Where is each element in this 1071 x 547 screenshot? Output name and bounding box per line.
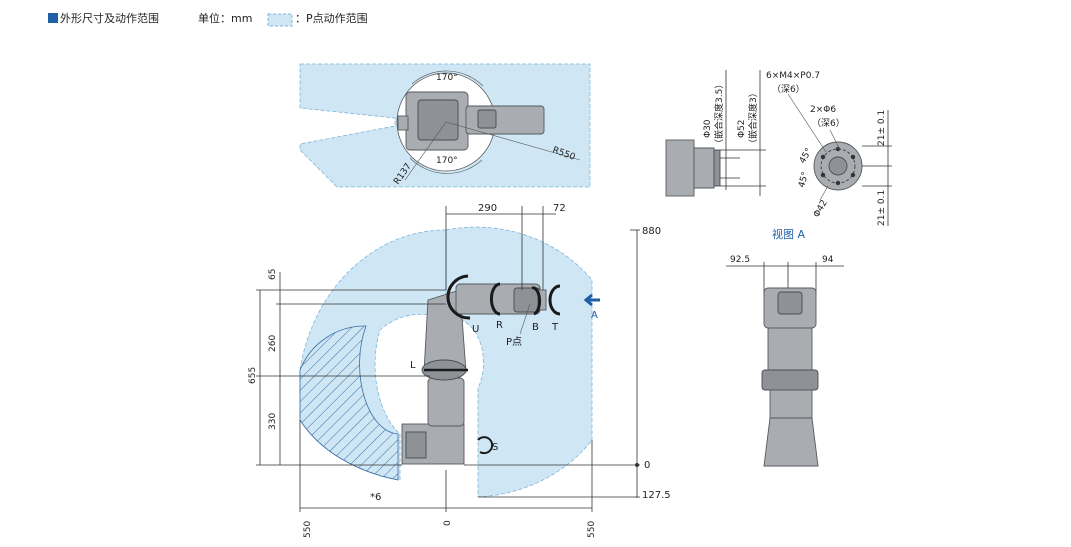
u-axis-rotation-icon — [446, 274, 471, 320]
dim-0-right: 0 — [644, 460, 650, 471]
axis-l-label: L — [410, 360, 416, 371]
b-axis-rotation-icon — [531, 286, 542, 316]
hatched-note: *6 — [370, 492, 381, 503]
screw-label: 6×M4×P0.7 — [766, 71, 820, 81]
dim-127-5: 127.5 — [642, 490, 671, 501]
pin-leader — [829, 129, 841, 151]
dim-330: 330 — [268, 413, 278, 430]
t-axis-rotation-icon — [548, 284, 561, 316]
dim-x-right: 550 — [587, 521, 597, 538]
hatched-region — [299, 325, 399, 481]
screw-depth-label: （深6） — [772, 84, 805, 95]
top-view-r137-leader — [404, 121, 447, 181]
pin-label: 2×Φ6 — [810, 105, 836, 115]
flange-bolt-hole — [820, 172, 826, 178]
robot-base-plate — [405, 431, 427, 459]
robot-lower-body — [427, 377, 465, 427]
top-view-arm-joint — [477, 109, 497, 129]
angle-a-label: 45° — [798, 147, 815, 166]
tol-top-label: 21± 0.1 — [877, 110, 887, 146]
phi30-note: （嵌合深度3.5） — [713, 80, 725, 148]
unit-label: 单位：mm — [198, 11, 252, 25]
dim-880: 880 — [642, 226, 661, 237]
pin-depth-label: （深6） — [812, 118, 845, 129]
page-title: 外形尺寸及动作范围 — [60, 11, 159, 25]
robot-flange — [537, 289, 547, 311]
rear-view-base — [763, 417, 819, 467]
p-point-leader — [519, 303, 531, 335]
axis-r-label: R — [496, 320, 503, 331]
rear-view-joint — [761, 369, 819, 391]
flange-side-body — [665, 139, 695, 197]
flange-center-bore — [828, 156, 848, 176]
rear-dim-left: 92.5 — [730, 255, 750, 265]
top-view-angle-upper: 170° — [436, 73, 458, 83]
angle-b-label: 45° — [797, 171, 811, 189]
screw-leader — [787, 93, 827, 153]
top-view-170-upper-arc — [411, 70, 484, 87]
flange-bolt-hole — [820, 154, 826, 160]
dim-655: 655 — [248, 367, 258, 384]
title-square-icon — [48, 13, 58, 23]
axis-s-label: S — [492, 442, 498, 453]
view-a-arrow-icon — [583, 293, 600, 307]
dim-x-zero: 0 — [443, 520, 453, 526]
rear-view-lower-body — [769, 389, 813, 419]
flange-bolt-hole — [850, 172, 856, 178]
flange-side-neck — [693, 147, 715, 189]
flange-bolt-hole — [835, 180, 841, 186]
r-axis-rotation-icon — [489, 282, 501, 316]
dim-72: 72 — [553, 203, 566, 214]
range-legend-label: ：P点动作范围 — [295, 11, 368, 25]
top-view-base-detail — [417, 99, 459, 141]
rear-dim-right: 94 — [822, 255, 834, 265]
axis-t-label: T — [551, 322, 559, 333]
flange-bolt-hole — [850, 154, 856, 160]
p-point-label: P点 — [506, 336, 522, 348]
top-view-cable-box — [397, 115, 409, 131]
tol-bottom-label: 21± 0.1 — [877, 190, 887, 226]
top-view-r550-leader — [445, 121, 581, 161]
flange-view: Φ30 （嵌合深度3.5） Φ52 （嵌合深度3） 6×M4×P0.7 （深6）… — [665, 70, 892, 241]
view-a-arrow-label: A — [591, 310, 598, 321]
dim-65: 65 — [268, 269, 278, 280]
phi30-label: Φ30 — [703, 119, 713, 138]
phi52-label: Φ52 — [737, 119, 747, 138]
header: 外形尺寸及动作范围 单位：mm ：P点动作范围 — [48, 11, 368, 27]
top-view-angle-lower: 170° — [436, 156, 458, 166]
axis-u-label: U — [472, 324, 479, 335]
range-legend-swatch — [267, 13, 293, 27]
s-axis-rotation-icon — [477, 436, 494, 455]
top-view-170-lower-arc — [409, 157, 483, 174]
dim-260: 260 — [268, 335, 278, 352]
origin-dot-right — [635, 463, 639, 467]
phi42-leader — [819, 185, 829, 201]
dim-290: 290 — [478, 203, 497, 214]
phi42-label: Φ42 — [812, 198, 830, 219]
rear-view-flange — [777, 291, 803, 315]
rear-view: 92.5 94 — [726, 255, 844, 467]
phi52-note: （嵌合深度3） — [747, 88, 759, 148]
flange-side-plate — [713, 149, 721, 187]
view-a-caption: 视图 A — [772, 227, 805, 241]
axis-b-label: B — [532, 322, 539, 333]
side-view: U R B T L S P点 A 290 72 880 0 127.5 — [248, 203, 671, 538]
dim-x-left: 550 — [303, 521, 313, 538]
top-view: 170° 170° R137 R550 — [299, 63, 591, 188]
